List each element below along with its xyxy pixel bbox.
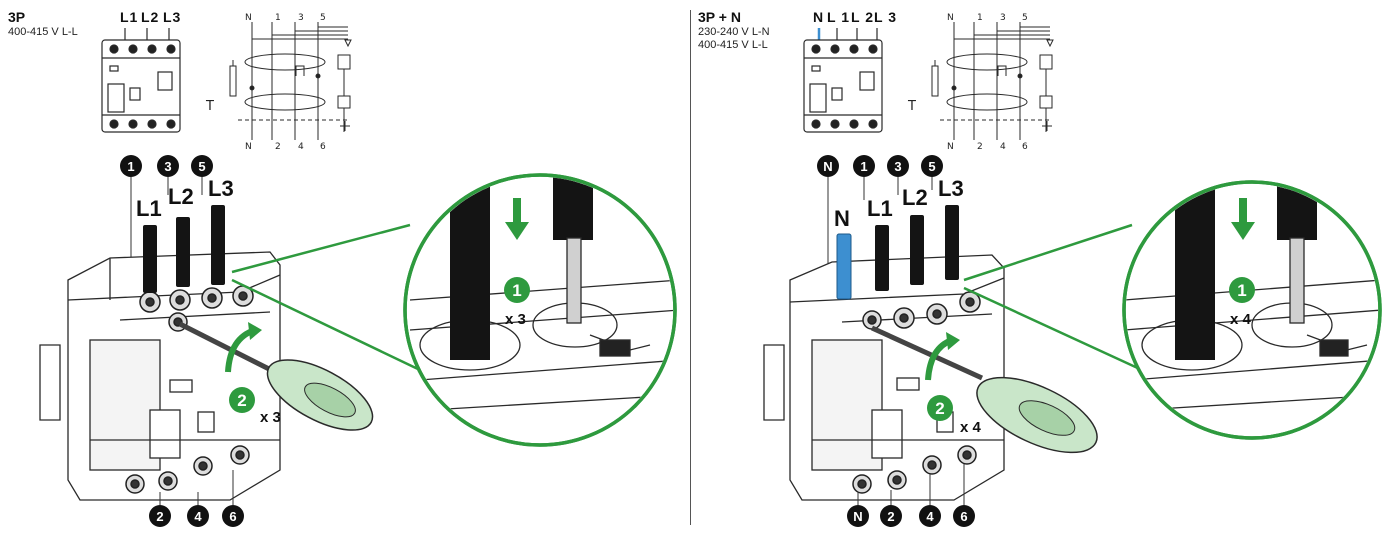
badge-2: 2 (156, 509, 163, 524)
schematic-bottom-n: N (947, 142, 954, 152)
bottom-screw-terminals (852, 445, 977, 494)
schematic-top-5: 5 (320, 13, 326, 23)
terminal-label-l1: L 1 (827, 9, 850, 25)
schematic-bottom-n: N (245, 142, 252, 152)
magnifier-callout-icon (231, 173, 677, 447)
rcd-device-3p (39, 251, 281, 501)
step-1-number: 1 (512, 281, 521, 300)
terminal-label-l2: L2 (141, 9, 160, 25)
test-button-label: T (205, 99, 214, 114)
line-badges-top: N 1 3 5 (817, 155, 943, 177)
panel-3p: 3P 400-415 V L-L L1 L2 L3 N (0, 0, 690, 534)
schematic-top-n: N (947, 13, 954, 23)
small-device-3p-n (803, 28, 883, 133)
schematic-bottom-6: 6 (320, 142, 326, 152)
schematic-bottom-2: 2 (977, 142, 983, 152)
terminal-label-l1: L1 (120, 9, 139, 25)
cable-label-l2: L2 (168, 184, 194, 209)
step-1-multiplier: x 4 (1230, 311, 1252, 328)
cable-label-l3: L3 (208, 176, 234, 201)
step-2-number: 2 (237, 391, 246, 410)
badge-3: 3 (894, 159, 901, 174)
badge-3: 3 (164, 159, 171, 174)
bottom-screw-terminals (125, 445, 250, 494)
badge-4: 4 (926, 509, 934, 524)
badge-n: N (853, 509, 862, 524)
badge-6: 6 (960, 509, 967, 524)
schematic-bottom-4: 4 (298, 142, 304, 152)
wiring-diagram-3p: N 1 3 5 N 2 4 6 T 1 3 5 L1 L2 L3 (39, 13, 677, 527)
top-screw-terminals (139, 285, 254, 332)
badge-n: N (823, 159, 832, 174)
cables-3p (143, 205, 225, 293)
schematic-bottom-2: 2 (275, 142, 281, 152)
panel-title: 3P (8, 9, 26, 25)
schematic-top-n: N (245, 13, 252, 23)
small-device-3p (101, 28, 181, 133)
arrow-down-icon (505, 198, 529, 240)
badge-4: 4 (194, 509, 202, 524)
badge-5: 5 (198, 159, 205, 174)
badge-1: 1 (127, 159, 134, 174)
badge-6: 6 (229, 509, 236, 524)
schematic-3p (229, 22, 352, 140)
step-1-number: 1 (1237, 281, 1246, 300)
screwdriver-icon (178, 321, 374, 431)
arrow-down-icon (1231, 198, 1255, 240)
line-badges-top: 1 3 5 (120, 155, 213, 177)
screwdriver-icon (870, 325, 1098, 454)
terminal-label-l3: L3 (163, 9, 182, 25)
badge-2: 2 (887, 509, 894, 524)
terminal-label-n: N (813, 9, 825, 25)
panel-divider (690, 10, 691, 525)
line-badges-bottom: N 2 4 6 (847, 505, 975, 527)
rcd-device-3p-n (763, 254, 1005, 501)
voltage-spec-ll: 400-415 V L-L (698, 39, 768, 51)
panel-3p-n: 3P + N 230-240 V L-N 400-415 V L-L N L 1… (692, 0, 1390, 534)
wiring-diagram-3p-n: N 1 3 5 N 2 4 6 T N 1 3 5 N L1 L2 L3 (763, 13, 1382, 527)
schematic-top-3: 3 (1000, 13, 1006, 23)
badge-5: 5 (928, 159, 935, 174)
cable-label-l3: L3 (938, 176, 964, 201)
schematic-3p-n (931, 22, 1054, 140)
step-2-number: 2 (935, 399, 944, 418)
terminal-label-l2: L 2 (851, 9, 874, 25)
schematic-top-1: 1 (275, 13, 281, 23)
badge-1: 1 (860, 159, 867, 174)
test-button-label: T (907, 99, 916, 114)
schematic-top-1: 1 (977, 13, 983, 23)
cable-label-l1: L1 (867, 196, 893, 221)
cable-label-l2: L2 (902, 185, 928, 210)
schematic-top-3: 3 (298, 13, 304, 23)
schematic-top-5: 5 (1022, 13, 1028, 23)
step-2-multiplier: x 3 (260, 409, 281, 426)
panel-title: 3P + N (698, 9, 741, 25)
terminal-label-l3: L 3 (874, 9, 897, 25)
top-screw-terminals (862, 291, 981, 330)
cable-label-n: N (834, 206, 850, 231)
step-2-multiplier: x 4 (960, 419, 982, 436)
schematic-bottom-4: 4 (1000, 142, 1006, 152)
line-badges-bottom: 2 4 6 (149, 505, 244, 527)
magnifier-callout-icon (963, 180, 1382, 440)
cables-3p-n (836, 205, 959, 300)
step-1-multiplier: x 3 (505, 311, 526, 328)
schematic-bottom-6: 6 (1022, 142, 1028, 152)
voltage-spec-ln: 230-240 V L-N (698, 26, 770, 38)
voltage-spec: 400-415 V L-L (8, 26, 78, 38)
cable-label-l1: L1 (136, 196, 162, 221)
